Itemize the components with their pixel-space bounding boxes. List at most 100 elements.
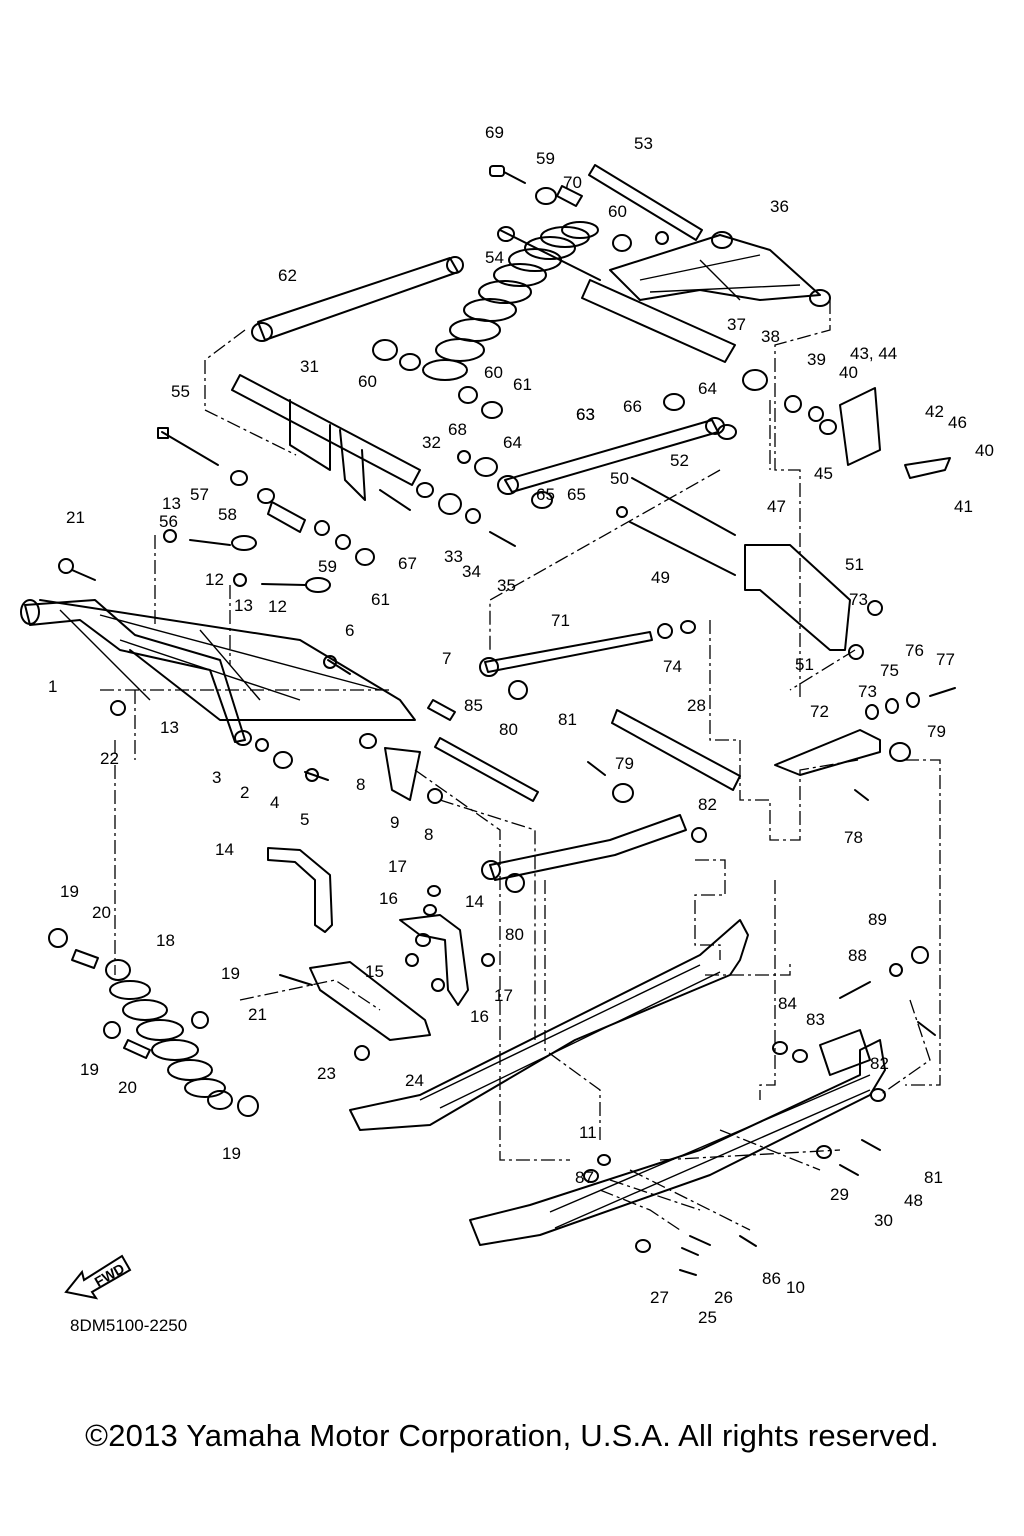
callout-85: 85 [464,696,483,715]
callout-14-repeat: 14 [465,892,484,911]
callout-69: 69 [485,123,504,142]
callout-36: 36 [770,197,789,216]
callout-64-repeat: 64 [698,379,717,398]
callout-86: 86 [762,1269,781,1288]
callout-1: 1 [48,677,57,696]
callout-55: 55 [171,382,190,401]
callout-29: 29 [830,1185,849,1204]
callout-71: 71 [551,611,570,630]
callout-4: 4 [270,793,279,812]
callout-22: 22 [100,749,119,768]
callout-46: 46 [948,413,967,432]
callout-13-repeat: 13 [160,718,179,737]
callout-83: 83 [806,1010,825,1029]
callout-63-repeat: 63 [576,405,595,424]
callout-87: 87 [575,1168,594,1187]
callout-34: 34 [462,562,481,581]
callout-42: 42 [925,402,944,421]
callout-74: 74 [663,657,682,676]
callout-20-repeat: 20 [118,1078,137,1097]
callout-40: 40 [839,363,858,382]
callout-57: 57 [190,485,209,504]
callout-21-repeat: 21 [248,1005,267,1024]
callout-49: 49 [651,568,670,587]
callout-50: 50 [610,469,629,488]
callout-58: 58 [218,505,237,524]
callout-41: 41 [954,497,973,516]
callout-47: 47 [767,497,786,516]
callout-18: 18 [156,931,175,950]
callout-43-44: 43, 44 [850,344,897,363]
callout-68: 68 [448,420,467,439]
callout-8: 8 [356,775,365,794]
callout-12: 12 [205,570,224,589]
callout-51: 51 [845,555,864,574]
callout-16-repeat: 16 [470,1007,489,1026]
callout-82: 82 [698,795,717,814]
callout-61-repeat: 61 [513,375,532,394]
callout-79: 79 [615,754,634,773]
callout-33: 33 [444,547,463,566]
assembly-guide-lines [100,300,941,1231]
callout-25: 25 [698,1308,717,1327]
callout-51-repeat: 51 [795,655,814,674]
callout-37: 37 [727,315,746,334]
callout-2: 2 [240,783,249,802]
callout-30: 30 [874,1211,893,1230]
callout-20: 20 [92,903,111,922]
callout-62: 62 [278,266,297,285]
callout-84: 84 [778,994,797,1013]
callout-32: 32 [422,433,441,452]
callout-77: 77 [936,650,955,669]
callout-19: 19 [60,882,79,901]
callout-26: 26 [714,1288,733,1307]
callout-73: 73 [849,590,868,609]
callout-10: 10 [786,1278,805,1297]
callout-75: 75 [880,661,899,680]
callout-81-repeat: 81 [924,1168,943,1187]
callout-65: 65 [567,485,586,504]
callout-52: 52 [670,451,689,470]
callout-78: 78 [844,828,863,847]
callout-23: 23 [317,1064,336,1083]
callout-9: 9 [390,813,399,832]
callout-61: 61 [371,590,390,609]
callout-5: 5 [300,810,309,829]
callout-60-repeat: 60 [608,202,627,221]
callout-60: 60 [358,372,377,391]
callout-21: 21 [66,508,85,527]
callout-59-repeat: 59 [318,557,337,576]
callout-35: 35 [497,576,516,595]
callout-40-repeat: 40 [975,441,994,460]
callout-79-repeat: 79 [927,722,946,741]
callout-60-repeat: 60 [484,363,503,382]
callout-54: 54 [485,248,504,267]
callout-6: 6 [345,621,354,640]
callout-19-repeat: 19 [222,1144,241,1163]
callout-64: 64 [503,433,522,452]
fwd-arrow-icon: FWD [64,1254,132,1300]
part-drawings [20,164,956,1276]
callout-19-repeat: 19 [80,1060,99,1079]
callout-39: 39 [807,350,826,369]
callout-17-repeat: 17 [494,986,513,1005]
callout-14: 14 [215,840,234,859]
callout-13: 13 [162,494,181,513]
callout-65-repeat: 65 [536,485,555,504]
callout-27: 27 [650,1288,669,1307]
callout-24: 24 [405,1071,424,1090]
callout-82-repeat: 82 [870,1054,889,1073]
callout-56: 56 [159,512,178,531]
callout-72: 72 [810,702,829,721]
callout-12-repeat: 12 [268,597,287,616]
callout-59: 59 [536,149,555,168]
callout-31: 31 [300,357,319,376]
callout-15: 15 [365,962,384,981]
callout-66: 66 [623,397,642,416]
callout-73-repeat: 73 [858,682,877,701]
callout-70: 70 [563,173,582,192]
callout-17: 17 [388,857,407,876]
callout-53: 53 [634,134,653,153]
callout-89: 89 [868,910,887,929]
